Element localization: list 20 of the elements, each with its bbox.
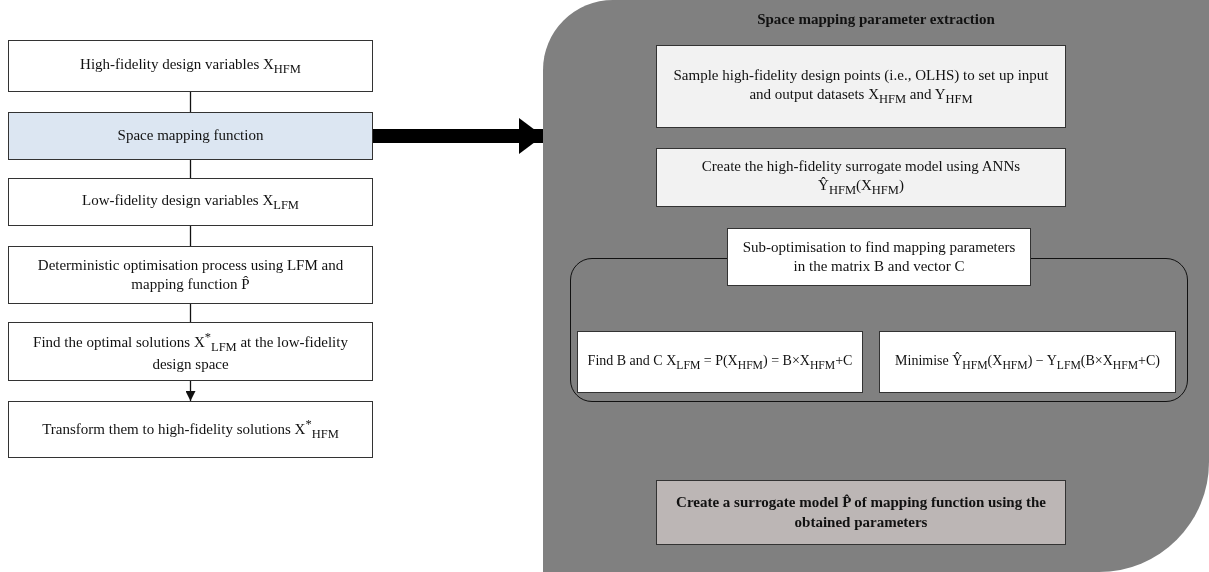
process-box: Low-fidelity design variables X$_{LFM}$: [8, 178, 373, 226]
arrow: [185, 380, 196, 402]
arrow: [373, 118, 543, 154]
process-box: Create the high-fidelity surrogate model using ANNs Ŷ$_{HFM}$(X$_{HFM}$): [656, 148, 1066, 207]
process-box: Minimise Ŷ$_{HFM}$(X$_{HFM}$) − Y$_{LFM}$(B×X$_{HFM}$+C): [879, 331, 1176, 393]
process-box: Sub-optimisation to find mapping parameters in the matrix B and vector C: [727, 228, 1031, 286]
panel-background: [543, 0, 1209, 572]
process-box: Deterministic optimisation process using LFM and mapping function P̂: [8, 246, 373, 304]
process-box: Create a surrogate model P̂ of mapping function using the obtained parameters: [656, 480, 1066, 545]
connector-line: [189, 91, 192, 113]
process-box: Space mapping function: [8, 112, 373, 160]
connector-line: [189, 225, 192, 247]
process-box: High-fidelity design variables X$_{HFM}$: [8, 40, 373, 92]
panel-title: Space mapping parameter extraction: [756, 10, 996, 29]
group-outline: [570, 258, 1188, 402]
connector-line: [189, 159, 192, 179]
process-box: Find the optimal solutions X$^{*}$$_{LFM}$ at the low-fidelity design space: [8, 322, 373, 381]
process-box: Find B and C X$_{LFM}$ = P(X$_{HFM}$) = B×X$_{HFM}$+C: [577, 331, 863, 393]
connector-line: [189, 303, 192, 323]
process-box: Sample high-fidelity design points (i.e., OLHS) to set up input and output datasets X$_{HFM}$ and Y$_{HFM}$: [656, 45, 1066, 128]
